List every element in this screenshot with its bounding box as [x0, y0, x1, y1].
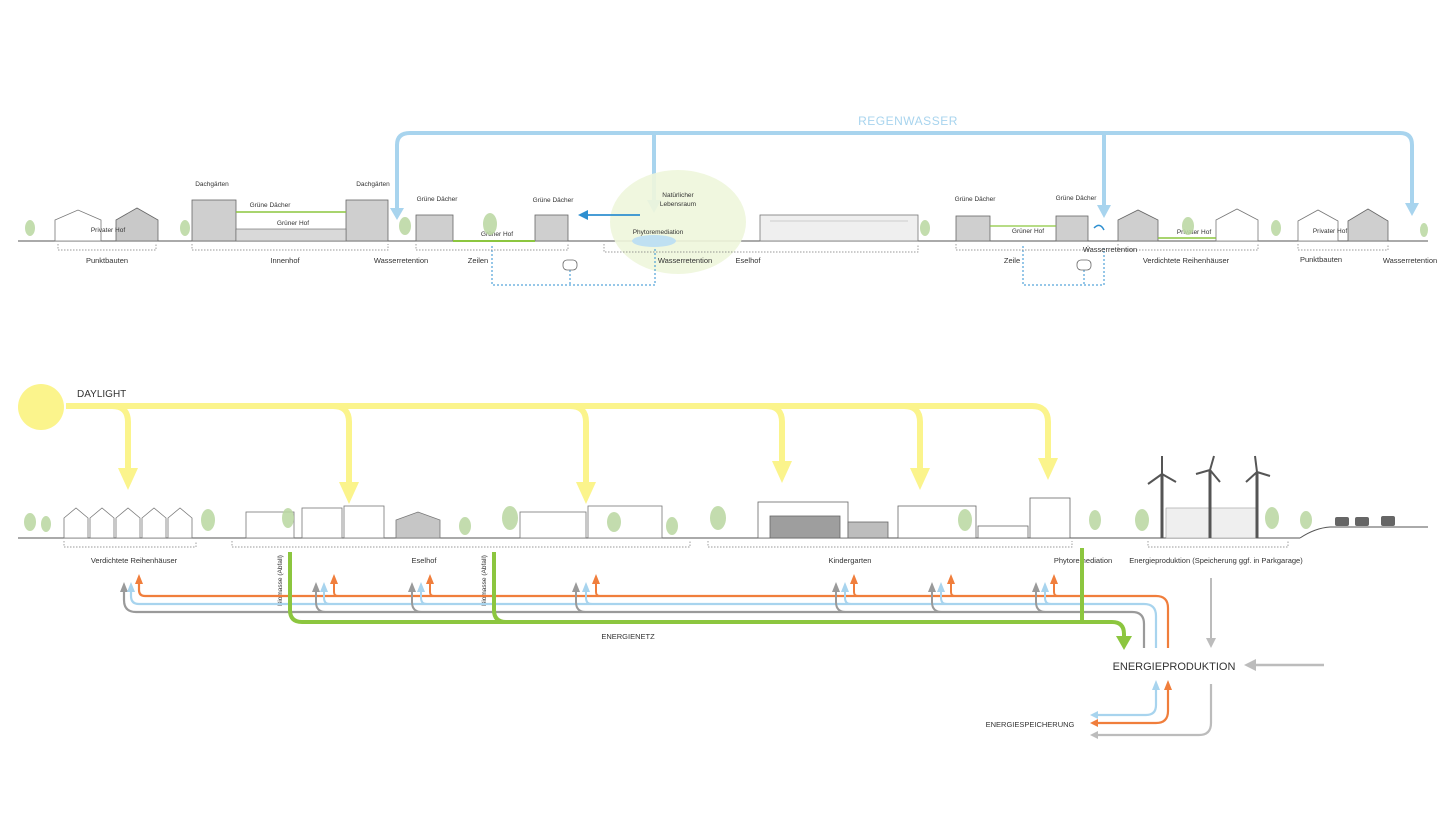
daylight-arrowheads [118, 458, 1058, 504]
energy-grey-line [122, 590, 1146, 648]
regenwasser-heading: REGENWASSER [858, 114, 958, 128]
trees [24, 213, 1428, 535]
wind-turbines [1147, 455, 1271, 539]
zone-energieproduktion-note: Energieproduktion (Speicherung ggf. in P… [1129, 556, 1303, 565]
zone-wasserretention-1: Wasserretention [374, 256, 428, 265]
sun-icon [18, 384, 64, 430]
storage-loop-lines [1096, 684, 1213, 737]
dachgaerten-label-1: Dachgärten [195, 181, 229, 188]
zeile-right-buildings [955, 215, 1089, 242]
dachgaerten-label-2: Dachgärten [356, 181, 390, 188]
reihenhaeuser-bottom-buildings [63, 507, 193, 539]
bottom-ground-slope [1299, 526, 1428, 539]
energy-uplink-arrowheads [120, 574, 1058, 592]
energy-uplinks [315, 582, 1059, 613]
zeilen-buildings [415, 214, 569, 242]
biomasse-label-2: Biomasse (Abfall) [481, 555, 488, 606]
gruener-hof-label-3: Grüner Hof [1012, 228, 1044, 235]
phytoremediation-label-top: Phytoremediation [633, 229, 684, 236]
zone-innenhof: Innenhof [270, 256, 300, 265]
phyto-return-arrow [578, 210, 588, 220]
zone-verdichtete-reihenhaeuser-top: Verdichtete Reihenhäuser [1143, 256, 1230, 265]
zone-zeilen: Zeilen [468, 256, 488, 265]
punktbauten-left-buildings [54, 207, 159, 242]
privater-hof-label-3: Privater Hof [1313, 228, 1348, 235]
energy-section: DAYLIGHT [18, 213, 1428, 739]
punktbauten-right-buildings [1297, 208, 1389, 242]
eselhof-bottom-buildings [245, 505, 441, 539]
rainwater-arrow-drop-right [1097, 205, 1111, 218]
natuerlicher-label: Natürlicher [662, 192, 694, 199]
rainwater-flow-main [395, 131, 1414, 216]
storage-loop-arrowheads [1090, 680, 1172, 739]
energiespeicherung-label: ENERGIESPEICHERUNG [986, 720, 1075, 729]
gruener-hof-label-2: Grüner Hof [481, 231, 513, 238]
gruene-daecher-label-3: Grüne Dächer [533, 197, 575, 204]
privater-hof-label-2: Privater Hof [1177, 229, 1212, 236]
daylight-drops [111, 403, 923, 484]
cistern-1 [562, 259, 578, 271]
gruener-hof-label-1: Grüner Hof [277, 220, 309, 227]
rainwater-arrow-left [390, 208, 404, 220]
zone-punktbauten-left: Punktbauten [86, 256, 128, 265]
zone-wasserretention-2: Wasserretention [658, 256, 712, 265]
underground-pipes [491, 246, 1105, 286]
zone-wasserretention-4: Wasserretention [1383, 256, 1437, 265]
kindergarten-buildings [757, 497, 1071, 539]
biomass-green-arrow [1116, 636, 1132, 650]
zone-eselhof: Eselhof [735, 256, 761, 265]
natural-habitat-halo [610, 170, 746, 274]
bottom-zone-brackets [63, 541, 1289, 548]
reihenhaeuser-top-buildings [1117, 208, 1259, 242]
daylight-heading: DAYLIGHT [77, 389, 126, 400]
zone-verdichtete-reihenhaeuser-bottom: Verdichtete Reihenhäuser [91, 556, 178, 565]
external-input-arrow [1244, 659, 1256, 671]
gruene-daecher-label-1: Grüne Dächer [250, 202, 292, 209]
daylight-band [66, 403, 1051, 460]
biomasse-label-1: Biomasse (Abfall) [277, 555, 284, 606]
energieproduktion-label: ENERGIEPRODUKTION [1113, 661, 1236, 673]
eselhof-top-building [759, 214, 919, 242]
energienetz-label: ENERGIENETZ [601, 632, 655, 641]
zone-kindergarten: Kindergarten [829, 556, 872, 565]
rainwater-section: REGENWASSER Privater Hof Dachgärten Grün… [18, 114, 1437, 286]
rainwater-swirl [1093, 224, 1105, 231]
biomass-green-line [288, 552, 1126, 640]
vehicles [1335, 516, 1395, 526]
mid-bottom-buildings [519, 505, 663, 539]
zone-zeile: Zeile [1004, 256, 1020, 265]
gruene-daecher-label-4: Grüne Dächer [955, 196, 997, 203]
zone-eselhof-bottom: Eselhof [411, 556, 437, 565]
zone-punktbauten-right: Punktbauten [1300, 255, 1342, 264]
cistern-2 [1076, 259, 1092, 271]
zone-wasserretention-3: Wasserretention [1083, 245, 1137, 254]
gruene-daecher-label-2: Grüne Dächer [417, 196, 459, 203]
top-zone-brackets [57, 244, 1389, 253]
pond [632, 235, 676, 247]
innenhof-buildings [191, 199, 389, 242]
gruene-daecher-label-5: Grüne Dächer [1056, 195, 1098, 202]
biomass-green-branch-2 [492, 552, 507, 624]
privater-hof-label-1: Privater Hof [91, 227, 126, 234]
energy-orange-line [137, 582, 1170, 648]
wind-feed-arrow [1206, 638, 1216, 648]
rainwater-arrow-right [1405, 203, 1419, 216]
energy-blue-line [129, 590, 1158, 648]
lebensraum-label: Lebensraum [660, 201, 696, 208]
